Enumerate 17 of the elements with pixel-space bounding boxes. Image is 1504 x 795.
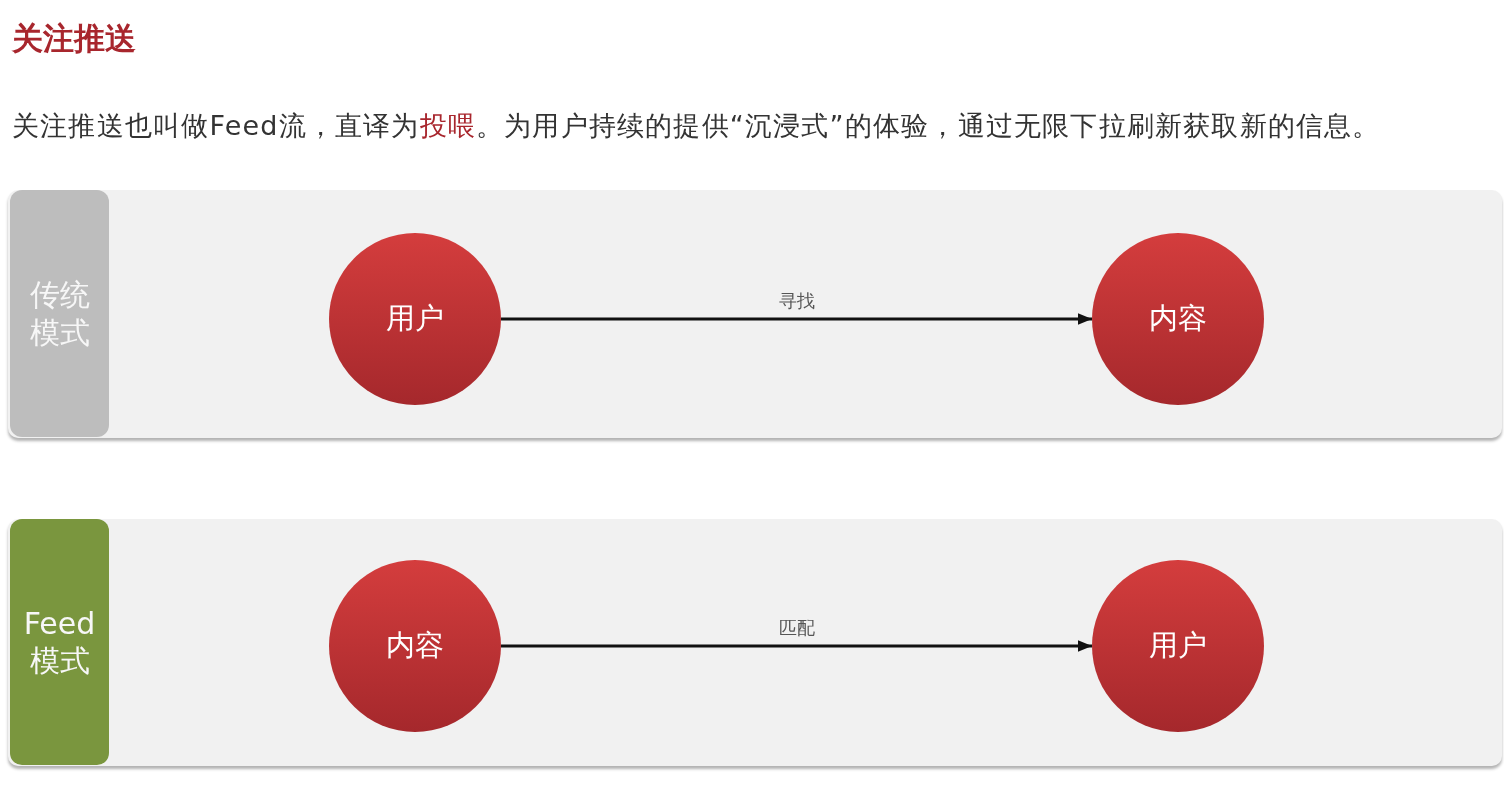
circle-node <box>329 560 501 732</box>
circle-node <box>1092 560 1264 732</box>
arrow <box>501 313 1092 325</box>
lane-title: 传统模式 <box>28 276 91 351</box>
arrow <box>501 640 1092 652</box>
node-label: 内容 <box>1149 300 1207 337</box>
page-title: 关注推送 <box>12 19 136 58</box>
edge-label: 寻找 <box>776 290 817 312</box>
node-label: 内容 <box>386 627 444 664</box>
circle-node <box>1092 233 1264 405</box>
lane-band <box>8 519 1502 766</box>
lane-band <box>8 190 1502 438</box>
description-text: 关注推送也叫做Feed流，直译为投喂。为用户持续的提供“沉浸式”的体验，通过无限下拉刷新获取新的信息。 <box>12 109 1381 143</box>
lane-title: Feed模式 <box>22 604 97 680</box>
node-label: 用户 <box>386 300 444 337</box>
circle-node <box>329 233 501 405</box>
node-label: 用户 <box>1149 627 1207 664</box>
